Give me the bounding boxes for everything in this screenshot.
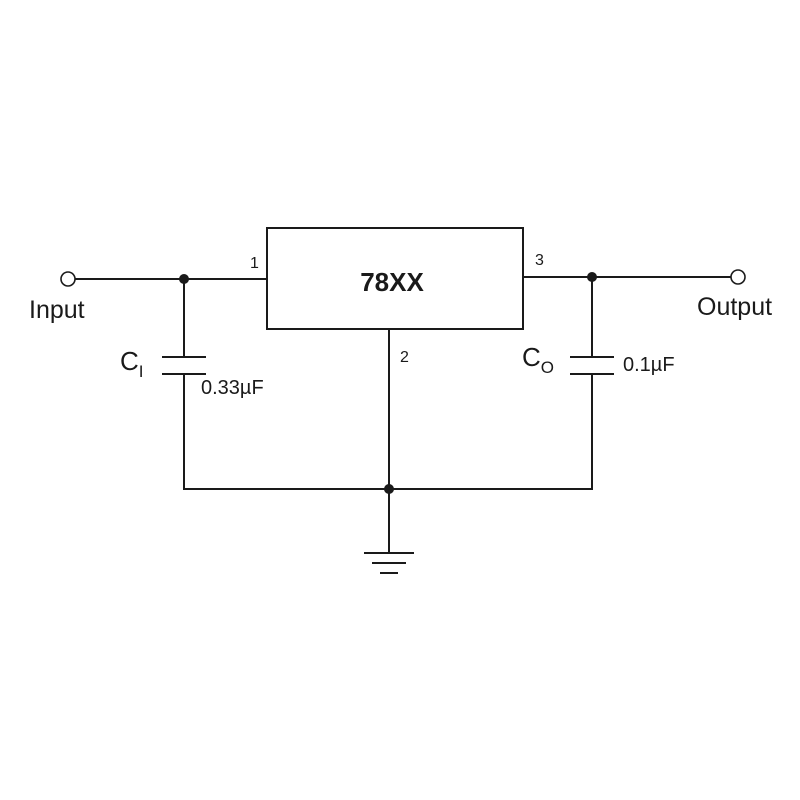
output-capacitor-value: 0.1µF	[623, 354, 675, 376]
input-capacitor-ref-sub: I	[139, 362, 144, 381]
regulator-ic-body	[266, 227, 524, 330]
pin-3-label: 3	[535, 252, 544, 269]
pin-2-label: 2	[400, 349, 409, 366]
output-capacitor-ref: CO	[522, 342, 554, 377]
output-terminal	[730, 269, 746, 285]
input-port-label: Input	[29, 296, 85, 324]
input-terminal	[60, 271, 76, 287]
regulator-part-label: 78XX	[360, 267, 424, 297]
output-port-label: Output	[697, 293, 772, 321]
input-capacitor-ref: CI	[120, 346, 144, 381]
output-capacitor-ref-sub: O	[541, 358, 554, 377]
output-capacitor-ref-main: C	[522, 342, 541, 372]
pin-1-label: 1	[250, 255, 259, 272]
input-capacitor-value: 0.33µF	[201, 377, 264, 399]
ground-symbol-icon	[364, 552, 414, 574]
input-capacitor-ref-main: C	[120, 346, 139, 376]
